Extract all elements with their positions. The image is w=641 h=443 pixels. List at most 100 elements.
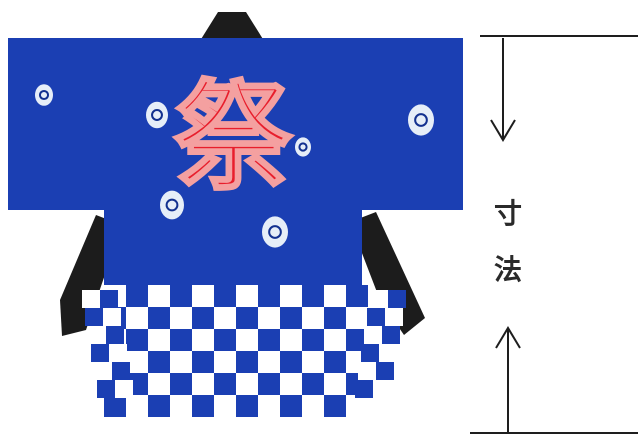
checker-square (236, 285, 258, 307)
mon-emblem-icon (146, 101, 168, 129)
checker-square (214, 395, 236, 417)
arrow-down-head (490, 119, 516, 142)
checker-square (148, 351, 170, 373)
checker-square (170, 285, 192, 307)
coat-body (104, 205, 362, 285)
right-collar-band (350, 212, 425, 335)
checker-square (346, 307, 368, 329)
mon-emblem-icon (160, 190, 184, 220)
checker-square (236, 373, 258, 395)
checker-square (148, 329, 170, 351)
checker-square (324, 395, 346, 417)
checker-square (126, 395, 148, 417)
checker-square (170, 395, 192, 417)
flap-checker-square (388, 290, 406, 308)
flap-checker-square (367, 308, 385, 326)
checker-square (280, 373, 302, 395)
mon-emblem-icon (262, 216, 288, 248)
checker-square (258, 285, 280, 307)
checker-square (258, 395, 280, 417)
flap-checker-square (364, 326, 382, 344)
flap-checker-square (88, 326, 106, 344)
checker-square (280, 285, 302, 307)
checker-square (214, 373, 236, 395)
checker-square (170, 307, 192, 329)
checker-square (324, 285, 346, 307)
checker-square (302, 351, 324, 373)
checker-square (214, 307, 236, 329)
flap-checker-square (355, 380, 373, 398)
flap-checker-square (94, 362, 112, 380)
checker-square (126, 307, 148, 329)
checker-square (148, 395, 170, 417)
checker-square (324, 307, 346, 329)
neck-collar (198, 12, 266, 44)
mon-emblem-icon (408, 104, 434, 136)
flap-checker-square (82, 290, 100, 308)
checker-square (258, 373, 280, 395)
checker-square (104, 395, 126, 417)
checker-square (302, 307, 324, 329)
emblem-group (35, 84, 434, 248)
flap-checker-square (85, 308, 103, 326)
checker-square (192, 351, 214, 373)
checker-square (192, 285, 214, 307)
flap-checker-square (358, 362, 376, 380)
checker-square (258, 329, 280, 351)
mon-emblem-inner (414, 113, 428, 127)
checker-square (280, 307, 302, 329)
checker-square (324, 373, 346, 395)
mon-emblem-inner (165, 198, 179, 212)
checker-square (302, 373, 324, 395)
checker-square (302, 329, 324, 351)
flap-checker-square (112, 362, 130, 380)
flap-checker-square (115, 380, 133, 398)
mon-emblem-icon (35, 84, 53, 106)
arrow-up-head (495, 326, 521, 349)
checker-square (148, 285, 170, 307)
checker-square (170, 329, 192, 351)
checker-square (258, 351, 280, 373)
checker-square (192, 373, 214, 395)
checker-square (192, 307, 214, 329)
flap-checker-square (103, 308, 121, 326)
checker-square (346, 285, 368, 307)
checker-square (126, 329, 148, 351)
mon-emblem-inner (268, 225, 282, 239)
flap-checker-square (373, 380, 391, 398)
checker-square (324, 351, 346, 373)
dimension-label-char-1: 寸 (493, 197, 522, 230)
checker-square (170, 373, 192, 395)
flap-checker-square (376, 362, 394, 380)
mon-emblem-inner (298, 142, 308, 152)
checker-square (280, 329, 302, 351)
checker-square (280, 395, 302, 417)
checker-square (214, 351, 236, 373)
sleeves-yoke (8, 38, 463, 210)
checker-square (236, 351, 258, 373)
dimension-label-char-2: 法 (493, 253, 522, 286)
flap-checker-square (106, 326, 124, 344)
flap-checker-square (109, 344, 127, 362)
crest-character: 祭 (174, 67, 293, 206)
checker-square (236, 307, 258, 329)
checker-square (236, 329, 258, 351)
checker-square (148, 307, 170, 329)
checker-square (126, 351, 148, 373)
mon-emblem-inner (38, 89, 50, 101)
mon-emblem-inner (151, 109, 163, 121)
checker-square (280, 351, 302, 373)
checker-square (148, 373, 170, 395)
flap-checker-square (385, 308, 403, 326)
checker-square (192, 329, 214, 351)
flap-checker-square (361, 344, 379, 362)
checker-square (170, 351, 192, 373)
checker-square (236, 395, 258, 417)
flap-checker-square (370, 290, 388, 308)
checker-square (302, 395, 324, 417)
mon-emblem-icon (295, 137, 311, 157)
checker-square (214, 329, 236, 351)
checker-square (302, 285, 324, 307)
